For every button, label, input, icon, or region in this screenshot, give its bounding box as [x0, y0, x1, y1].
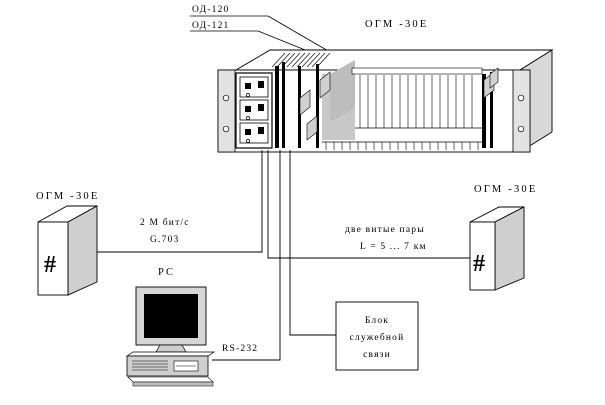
right-unit-title: ОГМ -30Е	[474, 184, 538, 195]
left-unit: ОГМ -30Е #	[36, 191, 100, 296]
pc-computer: PC	[125, 267, 216, 387]
main-rack	[217, 49, 554, 153]
od-labels: ОД-120 ОД-121	[190, 5, 331, 57]
service-block-line3: связи	[363, 350, 391, 360]
left-unit-symbol: #	[44, 252, 56, 278]
left-unit-title: ОГМ -30Е	[36, 191, 100, 202]
service-block-line1: Блок	[365, 316, 389, 326]
link-left-rate: 2 М бит/с	[140, 217, 190, 228]
right-unit-symbol: #	[473, 251, 485, 277]
label-od120: ОД-120	[192, 5, 229, 15]
pc-label: PC	[158, 267, 175, 278]
label-od121: ОД-121	[192, 21, 229, 31]
link-right-distance: L = 5 ... 7 км	[360, 242, 427, 252]
link-right-medium: две витые пары	[345, 225, 425, 235]
service-block-line2: служебной	[350, 332, 405, 343]
connection-lines	[97, 150, 470, 361]
service-block: Блок служебной связи	[335, 301, 419, 371]
right-unit: ОГМ -30Е #	[469, 184, 538, 291]
main-device-title: ОГМ -30Е	[365, 19, 429, 30]
link-left-standard: G.703	[150, 235, 180, 245]
pc-port-label: RS-232	[222, 344, 258, 354]
